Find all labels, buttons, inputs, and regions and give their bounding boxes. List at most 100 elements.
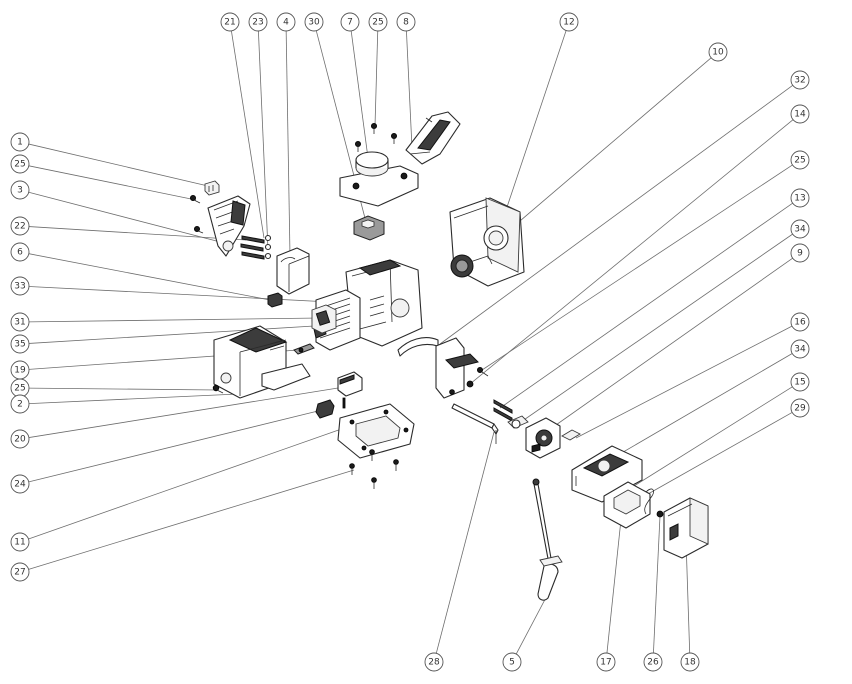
screw-shroud	[354, 123, 397, 152]
leader-line-17	[606, 509, 623, 654]
callout-circle	[368, 12, 388, 32]
callout-number: 13	[794, 194, 805, 204]
callout-number: 23	[252, 18, 263, 28]
callout-12: 12	[559, 12, 579, 32]
part-filter-element	[603, 481, 651, 529]
callout-circle	[790, 312, 810, 332]
callout-4: 4	[276, 12, 296, 32]
callout-14: 14	[790, 104, 810, 124]
callout-number: 34	[794, 225, 806, 235]
callout-circle	[10, 154, 30, 174]
callout-number: 29	[794, 404, 806, 414]
callout-number: 17	[600, 658, 611, 668]
part-throttle-rod	[451, 403, 499, 444]
callout-circle	[10, 216, 30, 236]
callout-circle	[680, 652, 700, 672]
part-top-shroud	[339, 151, 419, 207]
leader-line-27	[28, 469, 355, 570]
leader-line-18	[685, 539, 691, 654]
callout-number: 8	[403, 18, 409, 28]
callout-number: 31	[14, 318, 25, 328]
leader-line-15	[617, 386, 793, 497]
callout-number: 32	[794, 76, 805, 86]
callout-circle	[10, 429, 30, 449]
callout-33: 33	[10, 276, 30, 296]
callout-15: 15	[790, 372, 810, 392]
callout-number: 10	[712, 48, 724, 58]
screw-set-left	[189, 194, 204, 234]
leader-line-34	[517, 233, 793, 425]
part-fuel-tank	[449, 197, 525, 287]
callout-circle	[248, 12, 268, 32]
callout-31: 31	[10, 312, 30, 332]
callout-21: 21	[220, 12, 240, 32]
callout-17: 17	[596, 652, 616, 672]
part-filter-cover	[663, 497, 709, 559]
callout-29: 29	[790, 398, 810, 418]
callout-25: 25	[368, 12, 388, 32]
callout-circle	[596, 652, 616, 672]
callout-number: 25	[372, 18, 383, 28]
callout-number: 16	[794, 318, 806, 328]
callout-number: 28	[428, 658, 440, 668]
callout-number: 33	[14, 282, 25, 292]
leader-line-7	[350, 30, 369, 159]
callout-number: 27	[14, 568, 25, 578]
callout-34: 34	[790, 219, 810, 239]
engine-block	[311, 259, 423, 351]
callout-circle	[790, 372, 810, 392]
part-bracket	[337, 371, 363, 397]
part-muffler	[213, 325, 315, 399]
callout-circle	[10, 276, 30, 296]
part-fuel-line	[397, 337, 439, 357]
screw-muffler	[212, 384, 224, 394]
leader-line-29	[647, 412, 793, 495]
callout-circle	[10, 180, 30, 200]
callout-number: 5	[509, 658, 515, 668]
callout-number: 2	[17, 400, 23, 410]
callout-number: 26	[647, 658, 659, 668]
callout-5: 5	[502, 652, 522, 672]
callout-number: 24	[14, 480, 26, 490]
leader-line-31	[28, 317, 321, 323]
leader-line-6	[28, 253, 271, 301]
leader-line-4	[285, 30, 291, 257]
callout-circle	[708, 42, 728, 62]
callout-22: 22	[10, 216, 30, 236]
part-top-block	[353, 215, 385, 241]
callout-number: 4	[283, 18, 289, 28]
leader-line-13	[499, 202, 793, 409]
callout-circle	[790, 219, 810, 239]
callout-circle	[790, 339, 810, 359]
callout-circle	[424, 652, 444, 672]
leader-line-28	[435, 431, 495, 654]
callout-circle	[10, 242, 30, 262]
leader-line-2	[28, 393, 239, 404]
part-carburetor	[525, 417, 561, 459]
screw-carb	[476, 366, 513, 422]
callout-circle	[276, 12, 296, 32]
leader-line-25	[28, 165, 197, 201]
part-starter-cover	[207, 195, 251, 257]
callout-30: 30	[304, 12, 324, 32]
callout-circle	[790, 243, 810, 263]
callout-34: 34	[790, 339, 810, 359]
callout-16: 16	[790, 312, 810, 332]
leader-line-20	[28, 387, 339, 438]
callout-24: 24	[10, 474, 30, 494]
callout-25: 25	[10, 378, 30, 398]
leader-line-21	[231, 30, 265, 239]
callout-number: 25	[14, 384, 25, 394]
callout-circle	[10, 532, 30, 552]
callout-number: 30	[308, 18, 320, 28]
callout-circle	[790, 398, 810, 418]
callout-19: 19	[10, 360, 30, 380]
leader-line-32	[439, 84, 793, 345]
callout-number: 11	[14, 538, 25, 548]
callout-circle	[502, 652, 522, 672]
part-carb-bracket	[435, 337, 479, 399]
callout-3: 3	[10, 180, 30, 200]
callout-35: 35	[10, 334, 30, 354]
callout-circle	[220, 12, 240, 32]
